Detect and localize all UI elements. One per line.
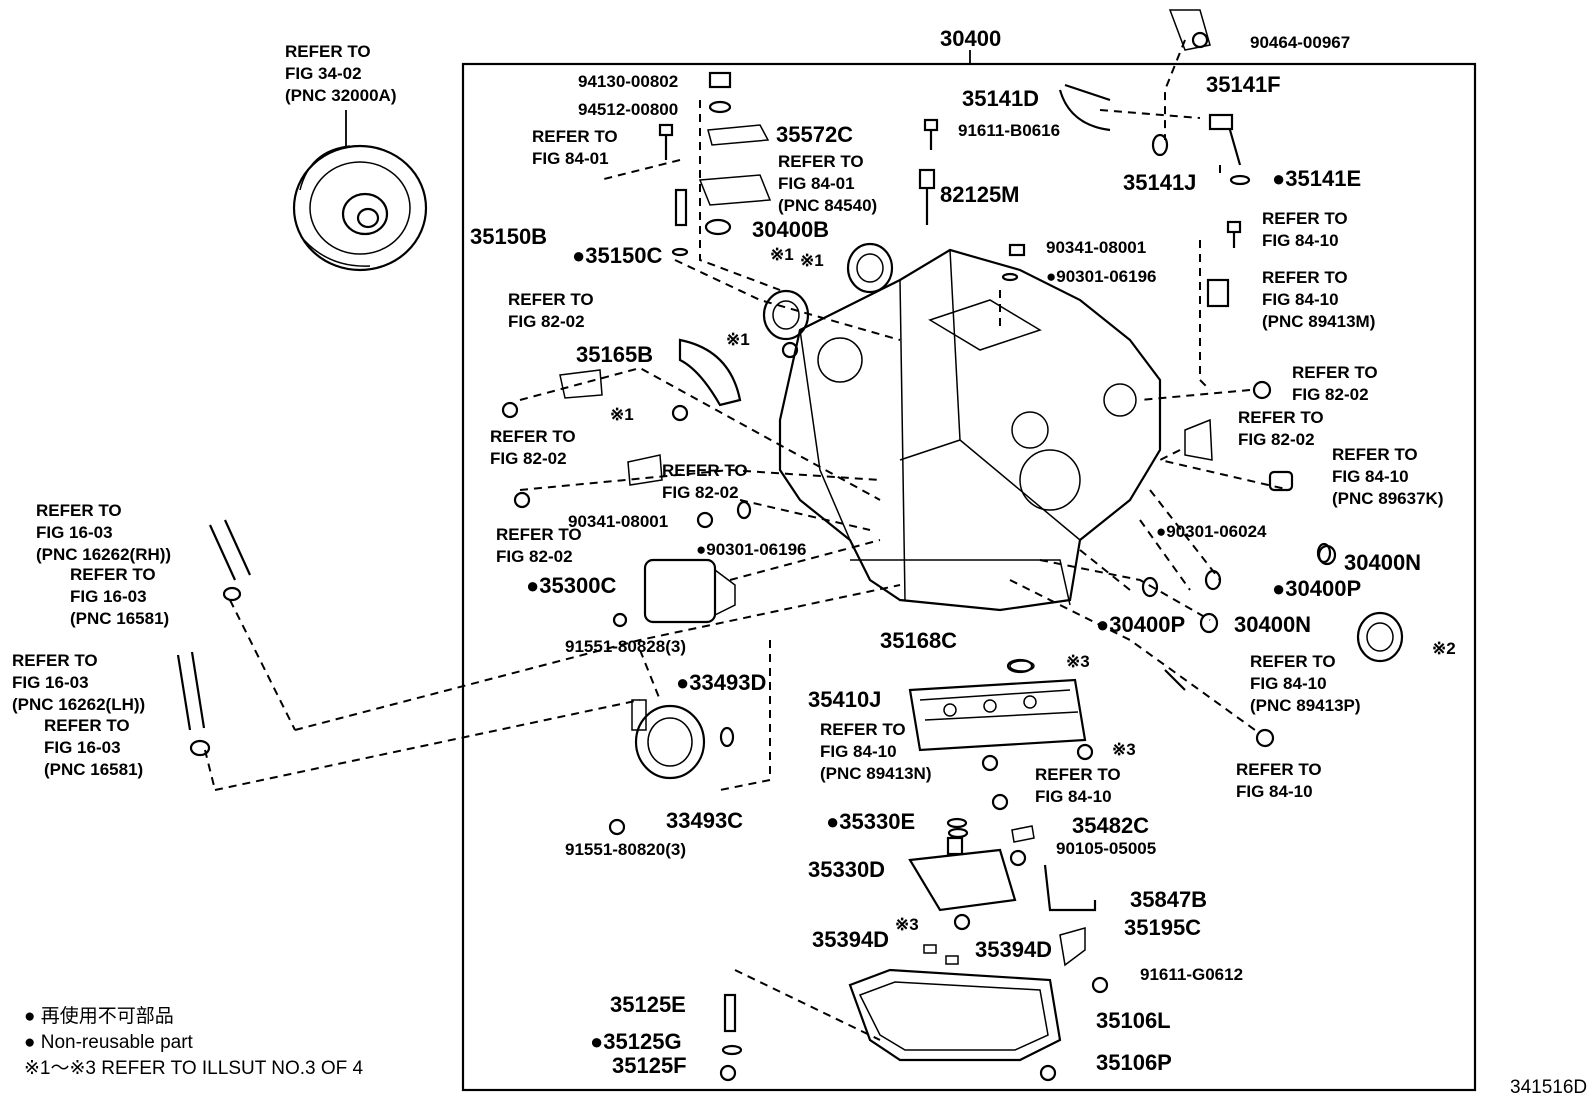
label-35141j: 35141J: [1123, 170, 1196, 195]
label-35106p: 35106P: [1096, 1050, 1172, 1075]
label-91551-80820: 91551-80820(3): [565, 840, 686, 859]
label-30400b: 30400B: [752, 217, 829, 242]
label-x1-a: ※1: [770, 245, 794, 264]
refer-fig8410-f: REFER TO FIG 84-10 (PNC 89413N): [820, 720, 932, 783]
refer-fig8202-e: REFER TO FIG 82-02: [662, 461, 752, 502]
label-94130-00802: 94130-00802: [578, 72, 678, 91]
label-x1-d: ※1: [610, 405, 634, 424]
refer-fig8401-b: REFER TO FIG 84-01 (PNC 84540): [778, 152, 877, 215]
label-x3-b: ※3: [1112, 740, 1136, 759]
label-30400p-b: ●30400P: [1096, 612, 1185, 637]
dashed-guide-lines: [204, 39, 1291, 1041]
refer-fig8202-a: REFER TO FIG 82-02: [508, 290, 598, 331]
label-90301-06196-b: ●90301-06196: [696, 540, 806, 559]
label-x3-a: ※3: [1066, 652, 1090, 671]
refer-fig1603-a: REFER TO FIG 16-03 (PNC 16581): [70, 565, 169, 628]
label-91611-b0616: 91611-B0616: [958, 121, 1060, 140]
label-33493d: ●33493D: [676, 670, 766, 695]
refer-fig8202-f: REFER TO FIG 82-02: [496, 525, 586, 566]
label-35141e: ●35141E: [1272, 166, 1361, 191]
oil-pipe-rh-icon: [208, 519, 252, 602]
label-91551-80828: 91551-80828(3): [565, 637, 686, 656]
label-90301-06196-a: ●90301-06196: [1046, 267, 1156, 286]
refer-fig8202-c: REFER TO FIG 82-02: [1238, 408, 1328, 449]
label-35150c: ●35150C: [572, 243, 662, 268]
refer-blocks: REFER TO FIG 84-01 REFER TO FIG 84-01 (P…: [12, 127, 1444, 806]
label-30400n-a: 30400N: [1344, 550, 1421, 575]
refer-fig8401-a: REFER TO FIG 84-01: [532, 127, 622, 168]
label-35106l: 35106L: [1096, 1008, 1171, 1033]
diagram-code: 341516D: [1510, 1077, 1587, 1098]
label-35141d: 35141D: [962, 86, 1039, 111]
label-82125m: 82125M: [940, 182, 1020, 207]
oil-pipe-lh-icon: [176, 651, 211, 757]
assembly-number: 30400: [940, 26, 1001, 51]
label-35141f: 35141F: [1206, 72, 1281, 97]
refer-fig8410-b: REFER TO FIG 84-10 (PNC 89413M): [1262, 268, 1375, 331]
label-35125e: 35125E: [610, 992, 686, 1017]
label-35165b: 35165B: [576, 342, 653, 367]
legend-refer-illust: ※1～※3 REFER TO ILLSUT NO.3 OF 4: [24, 1058, 364, 1079]
valve-body-icon: [908, 658, 1087, 752]
transmission-case-icon: [778, 248, 1162, 612]
label-35394d-a: 35394D: [812, 927, 889, 952]
label-35847b: 35847B: [1130, 887, 1207, 912]
solenoid-icon: [612, 558, 736, 628]
label-90341-08001-b: 90341-08001: [568, 512, 668, 531]
label-35168c: 35168C: [880, 628, 957, 653]
legend-japanese: ● 再使用不可部品: [24, 1005, 174, 1027]
refer-fig1603-lh: REFER TO FIG 16-03 (PNC 16262(LH)): [12, 651, 145, 714]
refer-fig1603-rh: REFER TO FIG 16-03 (PNC 16262(RH)): [36, 501, 171, 564]
label-90341-08001-a: 90341-08001: [1046, 238, 1146, 257]
label-30400p-a: ●30400P: [1272, 576, 1361, 601]
refer-fig8410-c: REFER TO FIG 84-10 (PNC 89637K): [1332, 445, 1444, 508]
torque-converter-icon: [292, 110, 428, 272]
refer-fig8202-d: REFER TO FIG 82-02: [490, 427, 580, 468]
oil-cooler-icon: [631, 699, 735, 780]
refer-torque-converter: REFER TO FIG 34-02 (PNC 32000A): [285, 42, 397, 105]
assembly-frame: [461, 62, 1477, 1092]
label-35394d-b: 35394D: [975, 937, 1052, 962]
label-35330d: 35330D: [808, 857, 885, 882]
label-30400n-b: 30400N: [1234, 612, 1311, 637]
label-x1-c: ※1: [726, 330, 750, 349]
label-35195c: 35195C: [1124, 915, 1201, 940]
label-35572c: 35572C: [776, 122, 853, 147]
label-35125f: 35125F: [612, 1053, 687, 1078]
label-33493c: 33493C: [666, 808, 743, 833]
label-94512-00800: 94512-00800: [578, 100, 678, 119]
refer-fig8410-g: REFER TO FIG 84-10: [1035, 765, 1125, 806]
label-x2: ※2: [1432, 639, 1456, 658]
label-90464-00967: 90464-00967: [1250, 33, 1350, 52]
oil-strainer-icon: [908, 827, 1017, 912]
legend-non-reusable: ● Non-reusable part: [24, 1032, 194, 1053]
oil-pan-icon: [848, 968, 1062, 1062]
label-x1-b: ※1: [800, 251, 824, 270]
part-labels: 90464-00967 94130-00802 94512-00800 3557…: [470, 33, 1456, 1078]
label-x3-c: ※3: [895, 915, 919, 934]
label-90105-05005: 90105-05005: [1056, 839, 1156, 858]
label-35125g: ●35125G: [590, 1029, 682, 1054]
label-35482c: 35482C: [1072, 813, 1149, 838]
label-90301-06024: ●90301-06024: [1156, 522, 1267, 541]
refer-fig8410-a: REFER TO FIG 84-10: [1262, 209, 1352, 250]
label-35300c: ●35300C: [526, 573, 616, 598]
label-35410j: 35410J: [808, 687, 881, 712]
label-35330e: ●35330E: [826, 809, 915, 834]
refer-fig1603-b: REFER TO FIG 16-03 (PNC 16581): [44, 716, 143, 779]
label-91611-g0612: 91611-G0612: [1140, 965, 1243, 984]
pipe-35847b-icon: [1043, 864, 1097, 912]
label-35150b: 35150B: [470, 224, 547, 249]
fasteners-icons: [501, 9, 1404, 1082]
refer-fig8410-e: REFER TO FIG 84-10: [1236, 760, 1326, 801]
refer-fig8202-b: REFER TO FIG 82-02: [1292, 363, 1382, 404]
refer-fig8410-d: REFER TO FIG 84-10 (PNC 89413P): [1250, 652, 1361, 715]
